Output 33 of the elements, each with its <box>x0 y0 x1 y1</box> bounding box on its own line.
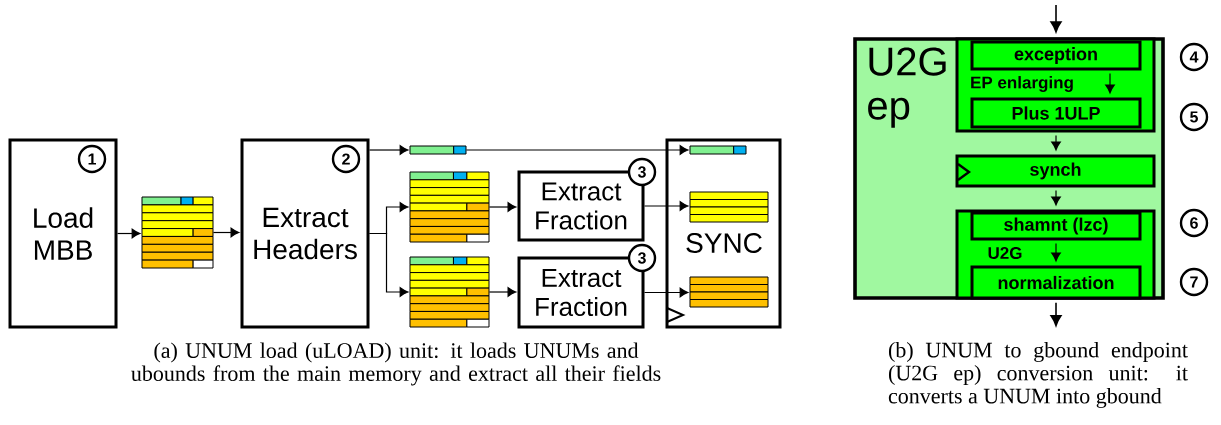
field-stack-drawing <box>409 171 490 243</box>
field-bar-drawing <box>409 145 467 155</box>
box-title: U2G ep <box>868 47 946 128</box>
caption-text: (a) UNUM load (uLOAD) unit: it loads UNUMs and ubounds from the main memory and extract all their fields <box>131 342 661 386</box>
arrow <box>643 201 689 211</box>
arrow <box>1051 242 1061 262</box>
arrow <box>1105 72 1115 94</box>
group-label: EP enlarging <box>971 76 1073 92</box>
arrow <box>1050 302 1062 327</box>
field-stack-drawing <box>689 276 769 308</box>
group-label: U2G <box>988 247 1022 259</box>
field-stack-drawing <box>689 191 769 223</box>
stage-box: normalization <box>970 265 1142 300</box>
arrow <box>488 202 517 212</box>
stage-box: exception <box>970 40 1142 71</box>
arrow <box>488 287 517 297</box>
stage-box: synch <box>955 154 1156 188</box>
arrow <box>116 228 141 239</box>
arrow <box>465 145 689 155</box>
arrow <box>1050 4 1062 33</box>
stage-box: shamnt (lzc) <box>970 211 1142 241</box>
field-bar-drawing <box>689 145 747 155</box>
field-stack-drawing <box>141 196 214 269</box>
arrow <box>1051 134 1061 151</box>
arrow <box>1051 189 1061 206</box>
arrow <box>368 145 409 155</box>
stage-box: Plus 1ULP <box>970 97 1142 129</box>
caption-text: (b) UNUM to gbound endpoint (U2G ep) conversion unit: it converts a UNUM into gbound <box>888 342 1188 408</box>
arrow <box>212 227 240 238</box>
field-stack-drawing <box>409 256 490 328</box>
arrow <box>643 287 689 298</box>
box-title: SYNC <box>686 233 762 253</box>
arrow <box>368 232 409 297</box>
